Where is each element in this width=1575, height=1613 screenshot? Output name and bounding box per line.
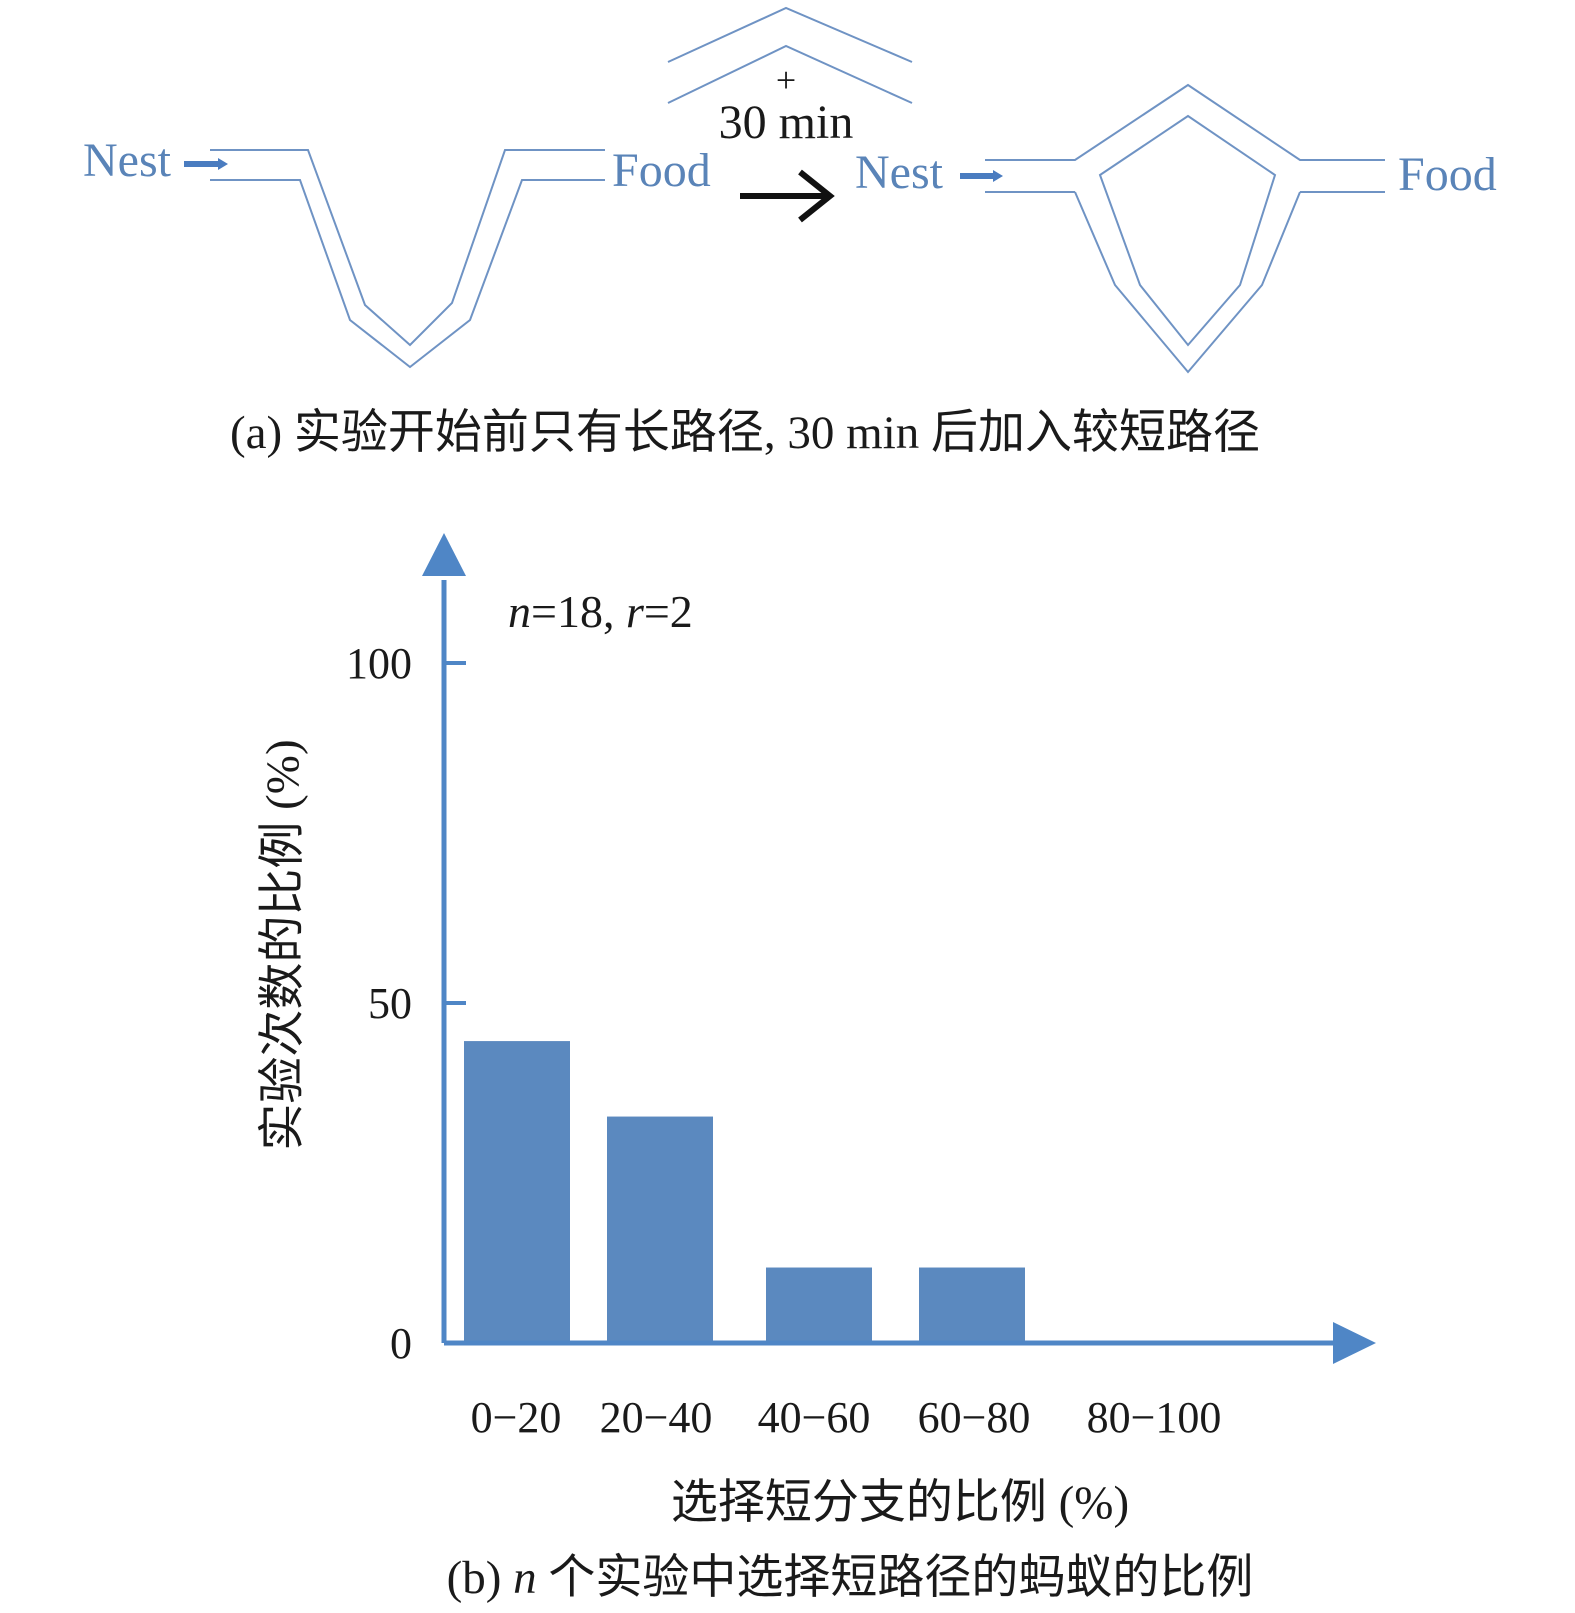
right-stem-left-top — [985, 83, 1385, 161]
right-nest-label: Nest — [855, 146, 944, 199]
right-food-label: Food — [1398, 148, 1497, 201]
diagram-left — [210, 149, 605, 369]
right-short-path-inner — [1098, 114, 1277, 347]
annotation-r: r — [626, 586, 645, 637]
x-axis-label: 选择短分支的比例 (%) — [671, 1477, 1129, 1529]
x-tick-label-5: 80−100 — [1087, 1393, 1222, 1442]
caption-b-var: n — [513, 1552, 537, 1604]
left-path-inner — [210, 179, 605, 369]
y-tick-label-0: 0 — [390, 1319, 412, 1368]
annotation-r-eq: =2 — [644, 586, 693, 637]
caption-b-prefix: (b) — [447, 1552, 514, 1604]
y-tick-label-50: 50 — [368, 979, 412, 1028]
left-food-label: Food — [612, 144, 711, 197]
diagram-right — [985, 83, 1385, 374]
plus-sign: + — [776, 60, 796, 100]
left-path-outer — [210, 149, 605, 347]
x-axis-arrow-icon — [1333, 1322, 1376, 1364]
x-tick-label-2: 20−40 — [600, 1393, 713, 1442]
axes — [422, 533, 1376, 1364]
right-long-path-outer — [1074, 191, 1301, 374]
y-axis-label: 实验次数的比例 (%) — [257, 739, 309, 1150]
time-label: 30 min — [719, 96, 854, 149]
bar-0-20 — [464, 1041, 570, 1343]
caption-b: (b) n 个实验中选择短路径的蚂蚁的比例 — [447, 1552, 1254, 1604]
x-tick-label-1: 0−20 — [471, 1393, 562, 1442]
bar-60-80 — [919, 1267, 1025, 1343]
left-nest-label: Nest — [83, 134, 172, 187]
right-arrow-icon — [740, 169, 835, 223]
caption-b-rest: 个实验中选择短路径的蚂蚁的比例 — [537, 1552, 1254, 1604]
y-axis-arrow-icon — [422, 533, 466, 576]
x-category-labels: 0−20 20−40 40−60 60−80 80−100 — [471, 1393, 1222, 1442]
caption-a: (a) 实验开始前只有长路径, 30 min 后加入较短路径 — [230, 407, 1260, 459]
bar-20-40 — [607, 1116, 713, 1343]
annotation-n-eq: =18, — [531, 586, 626, 637]
right-nest-arrow-icon — [960, 170, 1003, 182]
bars — [464, 1041, 1025, 1343]
left-nest-arrow-icon — [184, 158, 228, 170]
sample-annotation: n=18, r=2 — [508, 586, 693, 637]
x-tick-label-4: 60−80 — [918, 1393, 1031, 1442]
y-ticks: 0 50 100 — [346, 639, 466, 1368]
bar-chart: 0 50 100 0−20 20−40 40−60 60−80 80−100 — [346, 533, 1376, 1442]
y-tick-label-100: 100 — [346, 639, 412, 688]
x-tick-label-3: 40−60 — [758, 1393, 871, 1442]
annotation-n: n — [508, 586, 531, 637]
bar-40-60 — [766, 1267, 872, 1343]
added-path-chevron-icon — [667, 6, 913, 104]
